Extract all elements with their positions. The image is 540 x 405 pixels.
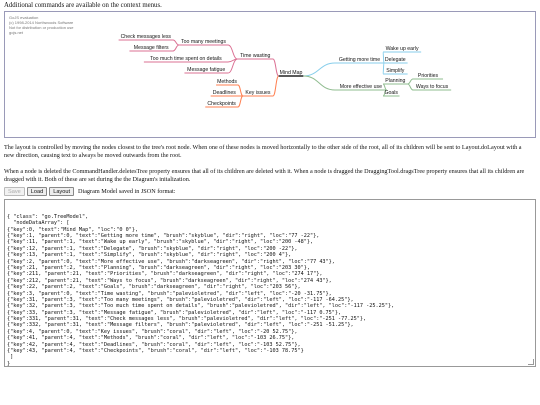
node-label: Message filters <box>134 45 169 51</box>
layout-description: The layout is controlled by moving the n… <box>4 144 522 159</box>
mindmap-node[interactable]: Wake up early <box>383 46 422 53</box>
node-label: Getting more time <box>339 57 380 63</box>
mindmap-link <box>272 58 280 77</box>
mindmap-link <box>272 75 280 97</box>
node-label: Deadlines <box>213 90 236 96</box>
mindmap-link <box>382 62 385 75</box>
mindmap-node[interactable]: More effective use <box>335 84 387 91</box>
watermark-line: GoJS evaluation <box>9 15 39 20</box>
mindmap-node[interactable]: Deadlines <box>210 90 238 97</box>
watermark-line: Not for distribution or production use <box>9 25 74 30</box>
mindmap-node[interactable]: Goals <box>383 90 400 97</box>
mindmap-node[interactable]: Ways to focus <box>413 84 452 91</box>
node-label: Message fatigue <box>187 67 225 73</box>
json-line: {"key":22, "parent":2, "text":"Goals", "… <box>7 284 301 291</box>
json-line: {"key":211, "parent":21, "text":"Priorit… <box>7 271 323 278</box>
mindmap-link <box>407 83 414 91</box>
node-label: Too much time spent on details <box>150 56 222 62</box>
json-line: {"key":32, "parent":3, "text":"Too much … <box>7 303 395 310</box>
json-line: {"key":1, "parent":0, "text":"Getting mo… <box>7 232 320 239</box>
mindmap-link <box>172 39 180 46</box>
json-textarea[interactable]: { "class": "go.TreeModel", "nodeDataArra… <box>4 199 536 367</box>
json-line: {"key":2, "parent":0, "text":"More effec… <box>7 258 335 265</box>
json-line: {"key":4, "parent":0, "text":"Key issues… <box>7 328 298 335</box>
json-line: { "class": "go.TreeModel", <box>7 213 89 220</box>
json-line: {"key":33, "parent":3, "text":"Message f… <box>7 309 342 316</box>
mindmap-link <box>382 51 385 64</box>
mindmap-node[interactable]: Key issues <box>242 90 273 97</box>
node-label: Time wasting <box>240 53 270 59</box>
json-line: {"key":331, "parent":31, "text":"Check m… <box>7 316 367 323</box>
delete-description: When a node is deleted the CommandHandle… <box>4 168 525 183</box>
node-label: Check messages less <box>121 34 172 40</box>
node-label: Ways to focus <box>416 84 449 90</box>
mindmap-node[interactable]: Check messages less <box>118 34 173 41</box>
mindmap-node[interactable]: Time wasting <box>237 53 273 60</box>
mindmap-node[interactable]: Delegate <box>383 57 408 64</box>
mindmap-node[interactable]: Simplify <box>383 68 408 75</box>
json-line: {"key":0, "text":"Mind Map", "loc":"0 0"… <box>7 226 139 233</box>
node-label: Mind Map <box>280 70 303 76</box>
json-line: {"key":42, "parent":4, "text":"Deadlines… <box>7 341 301 348</box>
json-line: {"key":3, "parent":0, "text":"Time wasti… <box>7 290 332 297</box>
json-line: {"key":21, "parent":2, "text":"Planning"… <box>7 264 310 271</box>
node-label: Checkpoints <box>207 101 236 107</box>
layout-button[interactable]: Layout <box>49 187 74 196</box>
json-line: {"key":43, "parent":4, "text":"Checkpoin… <box>7 348 304 355</box>
mindmap-node[interactable]: Planning <box>383 78 408 85</box>
mindmap-node[interactable]: Mind Map <box>278 70 304 77</box>
mindmap-link <box>172 44 180 52</box>
mindmap-node[interactable]: Methods <box>216 79 238 86</box>
json-line: } <box>7 360 11 367</box>
node-label: Wake up early <box>386 46 419 52</box>
mindmap-link <box>407 78 414 85</box>
toolbar: Save Load Layout Diagram Model saved in … <box>4 187 175 196</box>
json-line: {"key":13, "parent":1, "text":"Simplify"… <box>7 252 292 259</box>
json-line: {"key":31, "parent":3, "text":"Too many … <box>7 296 354 303</box>
resize-grip[interactable] <box>528 359 534 365</box>
node-label: Too many meetings <box>181 39 226 45</box>
node-label: Goals <box>384 90 398 96</box>
mindmap-canvas[interactable]: Mind Map Getting more time Wake up earlyDe… <box>5 12 535 137</box>
save-button[interactable]: Save <box>4 187 25 196</box>
json-line: {"key":11, "parent":1, "text":"Wake up e… <box>7 239 314 246</box>
watermark-line: gojs.net <box>9 30 24 35</box>
mindmap-node[interactable]: Checkpoints <box>205 101 238 108</box>
mindmap-node[interactable]: Message filters <box>129 45 173 52</box>
watermark: GoJS evaluation(c) 1998-2014 Northwoods … <box>9 15 73 35</box>
node-label: Planning <box>385 78 405 84</box>
load-button[interactable]: Load <box>26 187 48 196</box>
json-line: {"key":12, "parent":1, "text":"Delegate"… <box>7 245 298 252</box>
context-menu-note: Additional commands are available on the… <box>4 2 162 9</box>
mindmap-node[interactable]: Message fatigue <box>184 67 228 74</box>
mindmap-diagram[interactable]: GoJS evaluation(c) 1998-2014 Northwoods … <box>4 11 536 138</box>
mindmap-node[interactable]: Getting more time <box>335 57 384 64</box>
json-line: {"key":41, "parent":4, "text":"Methods",… <box>7 335 295 342</box>
json-line: "nodeDataArray": [ <box>7 220 70 227</box>
node-label: Delegate <box>385 57 406 63</box>
mindmap-node[interactable]: Priorities <box>413 73 444 80</box>
node-label: Simplify <box>386 68 405 74</box>
mindmap-link <box>303 75 336 91</box>
mindmap-link <box>227 44 238 60</box>
json-line: {"key":332, "parent":31, "text":"Message… <box>7 322 354 329</box>
mindmap-link <box>303 62 336 77</box>
mindmap-link <box>237 95 244 108</box>
save-status: Diagram Model saved in JSON format: <box>78 188 176 195</box>
node-label: Priorities <box>418 73 439 79</box>
mindmap-link <box>227 58 238 74</box>
mindmap-node[interactable]: Too much time spent on details <box>143 56 228 63</box>
node-label: Key issues <box>245 90 270 96</box>
mindmap-link <box>237 84 244 97</box>
json-line: ] <box>7 354 14 361</box>
json-line: {"key":212, "parent":21, "text":"Ways to… <box>7 277 332 284</box>
watermark-line: (c) 1998-2014 Northwoods Software <box>9 20 74 25</box>
mindmap-node[interactable]: Too many meetings <box>179 39 228 46</box>
node-label: Methods <box>217 79 237 85</box>
node-label: More effective use <box>340 84 382 90</box>
